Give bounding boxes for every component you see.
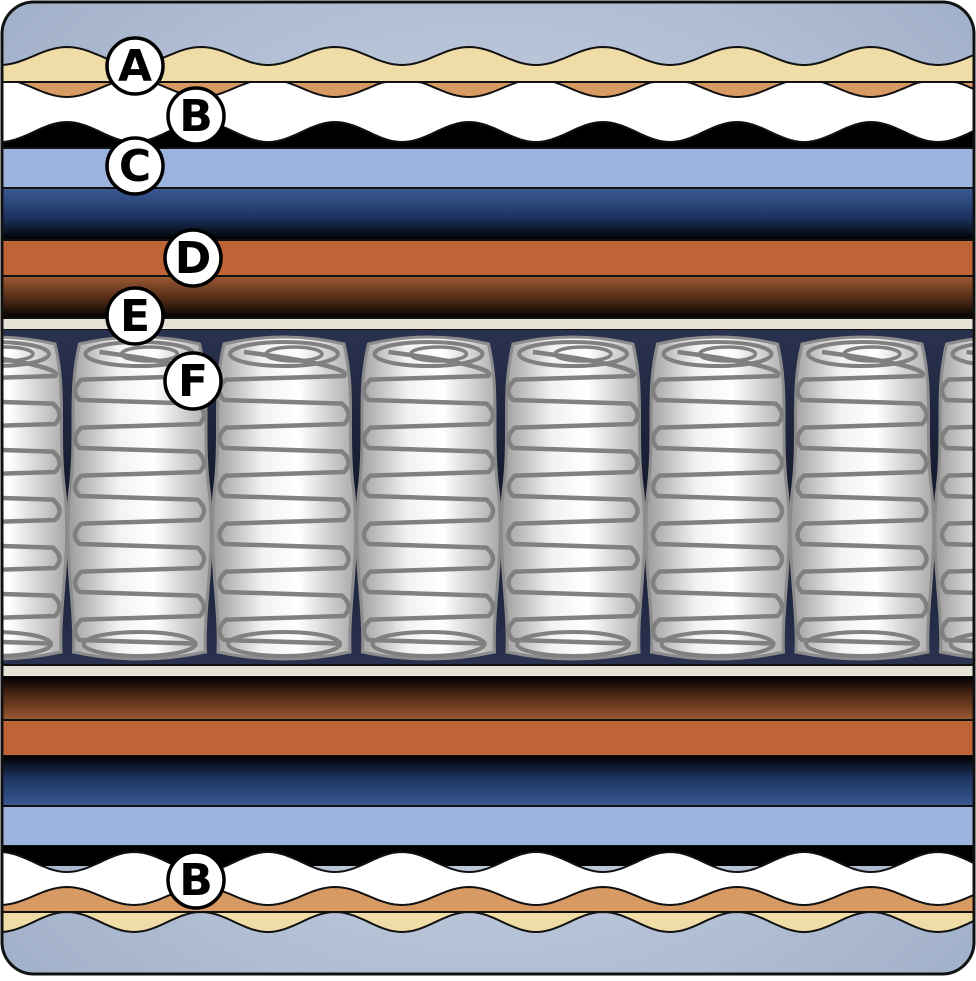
label-a-callout: A [107,38,163,94]
layer-c-lightblue-bottom [0,806,976,846]
label-b-bottom-callout: B [168,852,224,908]
pocket-spring [212,337,355,659]
pocket-spring [501,337,644,659]
pocket-springs [0,337,976,659]
pocket-spring [790,337,933,659]
pocket-spring [935,337,976,659]
layer-e-strip-bottom [0,665,976,677]
label-f-callout: F [165,353,221,409]
label-c-callout: C [107,138,163,194]
pocket-spring [357,337,500,659]
label-e-letter: E [120,291,150,342]
label-a-letter: A [118,41,152,92]
pocket-spring [0,337,67,659]
label-d-callout: D [165,230,221,286]
pocket-spring [646,337,789,659]
layer-d-copper [0,240,976,276]
label-c-letter: C [119,141,151,192]
label-e-callout: E [107,288,163,344]
layer-d-brown-bottom [0,677,976,720]
label-b-top-letter: B [179,91,213,142]
layer-d-copper-bottom [0,720,976,756]
label-d-letter: D [175,233,212,284]
label-b-bottom-letter: B [179,855,213,906]
label-b-top-callout: B [168,88,224,144]
label-f-letter: F [178,356,208,407]
layer-c-darkblue-bottom [0,756,976,806]
layer-c-darkblue [0,188,976,240]
